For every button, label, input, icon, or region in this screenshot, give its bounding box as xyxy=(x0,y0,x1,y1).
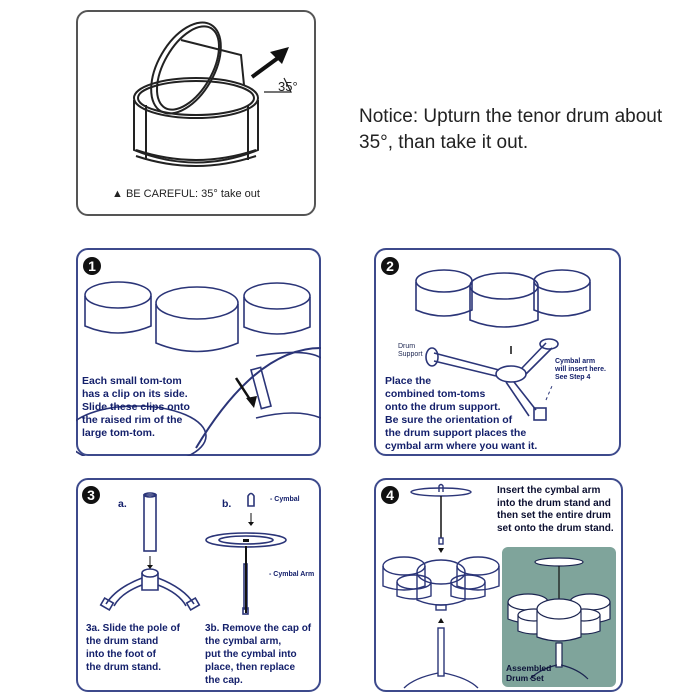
cymbal-label: - Cymbal xyxy=(270,496,300,503)
angle-label: 35° xyxy=(278,79,298,94)
assembled-drum-set-label: Assembled Drum Set xyxy=(506,663,552,683)
drum-support-illustration xyxy=(415,269,591,421)
step-3-panel xyxy=(76,478,321,692)
tenor-drum-illustration: 35° xyxy=(133,21,298,167)
step-4-text: Insert the cymbal arm into the drum stan… xyxy=(497,485,614,534)
step-2-panel xyxy=(374,248,621,456)
tom-toms-illustration xyxy=(76,281,321,456)
step-3b-text: 3b. Remove the cap of the cymbal arm, pu… xyxy=(205,623,312,686)
step-3a-text: 3a. Slide the pole of the drum stand int… xyxy=(86,623,180,673)
caution-text: ▲ BE CAREFUL: 35° take out xyxy=(112,188,260,200)
step-2-number: 2 xyxy=(381,257,399,275)
drum-stand-cymbal-illustration xyxy=(99,492,287,615)
step-3b-label: b. xyxy=(222,498,232,510)
cymbal-arm-label: - Cymbal Arm xyxy=(269,571,315,578)
drum-set-assembly-illustration xyxy=(382,483,500,689)
step-1-number: 1 xyxy=(83,257,101,275)
step-1-text: Each small tom-tom has a clip on its sid… xyxy=(82,375,190,439)
step-3-number: 3 xyxy=(82,486,100,504)
step-3a-label: a. xyxy=(118,498,127,510)
step-4-number: 4 xyxy=(381,486,399,504)
caution-label: BE CAREFUL: 35° take out xyxy=(125,188,260,200)
assembled-drum-set-illustration xyxy=(507,557,611,680)
cymbal-arm-insert-label: Cymbal arm will insert here. See Step 4 xyxy=(555,358,606,381)
warning-triangle-icon: ▲ xyxy=(112,188,123,200)
notice-text: Notice: Upturn the tenor drum about 35°,… xyxy=(359,106,663,153)
step-2-text: Place the combined tom-toms onto the dru… xyxy=(385,375,538,452)
drum-support-label: Drum Support xyxy=(398,343,423,358)
